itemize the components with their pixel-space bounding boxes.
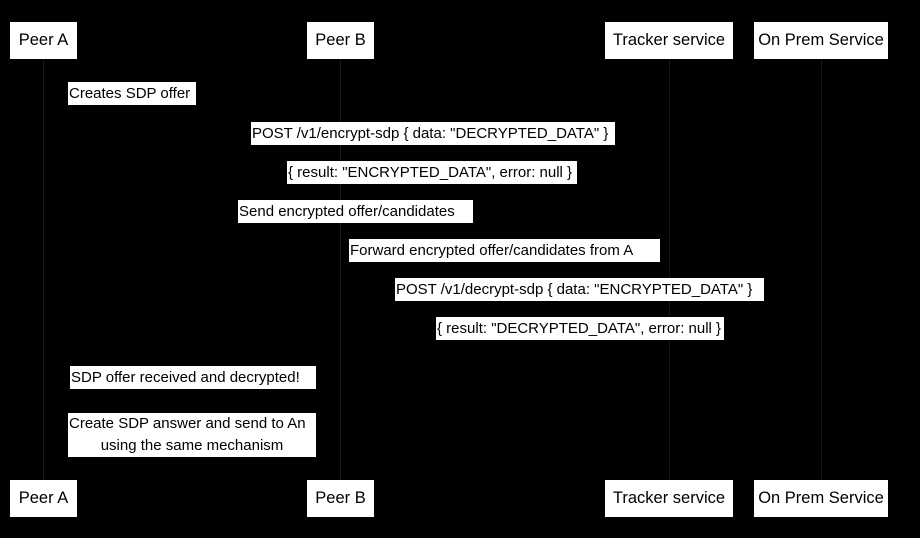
message-create-sdp-answer-line-1: Create SDP answer and send to An [69, 415, 306, 432]
participant-header-peer-a[interactable]: Peer A [10, 22, 77, 59]
message-create-sdp-answer-line-2: using the same mechanism [100, 437, 284, 454]
message-creates-sdp-offer: Creates SDP offer [68, 82, 196, 105]
message-encrypt-sdp-result: { result: "ENCRYPTED_DATA", error: null … [287, 161, 577, 184]
message-forward-encrypted-offer: Forward encrypted offer/candidates from … [349, 239, 660, 262]
message-sdp-offer-received: SDP offer received and decrypted! [70, 366, 316, 389]
participant-footer-tracker-service[interactable]: Tracker service [605, 480, 733, 517]
lifeline-tracker-service [669, 58, 670, 480]
participant-footer-on-prem-service[interactable]: On Prem Service [754, 480, 888, 517]
message-send-encrypted-offer: Send encrypted offer/candidates [238, 200, 473, 223]
lifeline-peer-b [340, 58, 341, 480]
participant-header-peer-b[interactable]: Peer B [307, 22, 374, 59]
participant-footer-peer-a[interactable]: Peer A [10, 480, 77, 517]
lifeline-peer-a [43, 58, 44, 480]
participant-header-tracker-service[interactable]: Tracker service [605, 22, 733, 59]
lifeline-on-prem-service [821, 58, 822, 480]
message-post-decrypt-sdp: POST /v1/decrypt-sdp { data: "ENCRYPTED_… [395, 278, 764, 301]
message-decrypt-sdp-result: { result: "DECRYPTED_DATA", error: null … [436, 317, 724, 340]
participant-footer-peer-b[interactable]: Peer B [307, 480, 374, 517]
participant-header-on-prem-service[interactable]: On Prem Service [754, 22, 888, 59]
message-post-encrypt-sdp: POST /v1/encrypt-sdp { data: "DECRYPTED_… [251, 122, 615, 145]
message-create-sdp-answer: Create SDP answer and send to An using t… [68, 413, 316, 457]
